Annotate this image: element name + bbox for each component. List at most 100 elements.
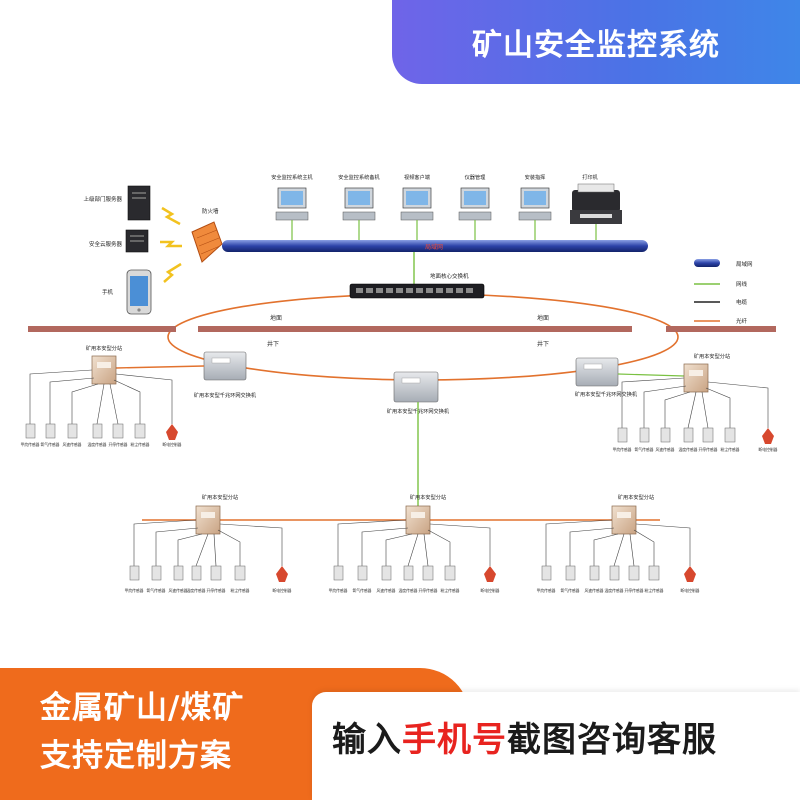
sensor-label: 断电控制器	[481, 588, 500, 593]
phone-icon	[126, 269, 152, 315]
sensor-label: 氧气传感器	[561, 588, 580, 593]
computer-icon-1	[275, 187, 309, 221]
sensor-label: 开停传感器	[109, 442, 128, 447]
ring-switch-right-label: 矿用本安型千兆环网交换机	[575, 390, 638, 398]
substation-ul-sensor-labels: 甲烷传感器 氧气传感器 风速传感器 温度传感器 开停传感器 粉尘传感器 断电控制…	[21, 442, 182, 447]
sensor-label: 粉尘传感器	[231, 588, 250, 593]
substation-ur-sensors	[617, 427, 774, 444]
sensor-label: 甲烷传感器	[21, 442, 40, 447]
printer-label: 打印机	[582, 173, 598, 181]
ring-switch-center-icon	[393, 371, 439, 403]
substation-br-label: 矿用本安型分站	[618, 493, 654, 501]
computer-icon-4	[458, 187, 492, 221]
wireless-icon-1	[161, 206, 181, 226]
ring-switch-left-label: 矿用本安型千兆环网交换机	[194, 391, 257, 399]
sensor-label: 风速传感器	[656, 447, 675, 452]
core-switch-icon	[349, 283, 485, 299]
server-safety-cloud-label: 安全云服务器	[89, 240, 123, 248]
computer-label-3: 视频客户端	[404, 173, 430, 181]
substation-bl-cables	[133, 519, 283, 567]
consult-after: 截图咨询客服	[507, 720, 717, 760]
server-upper-dept	[127, 185, 151, 221]
computer-label-5: 安装指挥	[525, 173, 546, 181]
sensor-label: 温度传感器	[88, 442, 107, 447]
ground-above-label-right: 地面	[537, 314, 549, 322]
substation-bm-sensor-labels: 甲烷传感器 氧气传感器 风速传感器 温度传感器 开停传感器 粉尘传感器 断电控制…	[329, 588, 500, 593]
sensor-label: 温度传感器	[605, 588, 624, 593]
sensor-label: 开停传感器	[699, 447, 718, 452]
substation-ul-cables	[29, 369, 173, 425]
ground-above-label-left: 地面	[270, 314, 282, 322]
firewall-icon	[191, 221, 223, 263]
substation-bm-sensors	[333, 565, 496, 582]
printer-icon	[570, 183, 622, 224]
sensor-label: 风速传感器	[585, 588, 604, 593]
sensor-label: 氧气传感器	[635, 447, 654, 452]
legend-lan-label: 局域网	[736, 260, 753, 268]
substation-ur	[683, 363, 709, 393]
core-switch-label: 地面核心交换机	[430, 272, 469, 280]
legend-cable-label: 电缆	[736, 298, 748, 306]
ring-switch-left-icon	[203, 351, 247, 381]
firewall-label: 防火墙	[202, 207, 219, 215]
server-upper-dept-label: 上级部门服务器	[83, 195, 122, 203]
network-ur-link	[617, 373, 685, 377]
ground-strip-center	[198, 326, 632, 332]
computer-label-1: 安全监控系统主机	[271, 173, 313, 181]
sensor-label: 粉尘传感器	[441, 588, 460, 593]
substation-ur-sensor-labels: 甲烷传感器 氧气传感器 风速传感器 温度传感器 开停传感器 粉尘传感器 断电控制…	[613, 447, 778, 452]
sensor-label: 断电控制器	[681, 588, 700, 593]
phone-label: 手机	[102, 288, 114, 296]
substation-br-cables	[545, 519, 691, 567]
computer-icon-5	[518, 187, 552, 221]
substation-br	[611, 505, 637, 535]
ground-below-label-right: 井下	[537, 340, 549, 348]
substation-br-sensor-labels: 甲烷传感器 氧气传感器 风速传感器 温度传感器 开停传感器 粉尘传感器 断电控制…	[537, 588, 700, 593]
page-title: 矿山安全监控系统	[472, 28, 720, 63]
title-banner: 矿山安全监控系统	[392, 0, 800, 84]
computer-label-2: 安全监控系统备机	[338, 173, 380, 181]
computer-label-4: 仪器管理	[465, 173, 487, 181]
substation-ur-label: 矿用本安型分站	[694, 352, 730, 360]
fiber-ul-link	[115, 365, 205, 369]
sensor-label: 开停传感器	[207, 588, 226, 593]
computer-icon-2	[342, 187, 376, 221]
ground-strip-right	[666, 326, 776, 332]
legend-fiber-label: 光纤	[736, 317, 748, 325]
substation-br-sensors	[541, 565, 696, 582]
substation-bm	[405, 505, 431, 535]
server-safety-cloud	[125, 229, 149, 253]
sensor-label: 风速传感器	[63, 442, 82, 447]
consult-text: 输入手机号截图咨询客服	[332, 712, 717, 761]
sensor-label: 粉尘传感器	[721, 447, 740, 452]
ring-switch-right-icon	[575, 357, 619, 387]
sensor-label: 开停传感器	[625, 588, 644, 593]
sensor-label: 氧气传感器	[41, 442, 60, 447]
ground-strip-left	[28, 326, 176, 332]
substation-ur-cables	[621, 377, 769, 429]
substation-bl-label: 矿用本安型分站	[202, 493, 238, 501]
promo-line-1: 金属矿山/煤矿	[40, 690, 245, 726]
substation-bm-cables	[337, 519, 491, 567]
sensor-label: 风速传感器	[377, 588, 396, 593]
sensor-label: 粉尘传感器	[131, 442, 150, 447]
substation-ul-sensors	[25, 423, 178, 440]
sensor-label: 甲烷传感器	[537, 588, 556, 593]
substation-bl-sensor-labels: 甲烷传感器 氧气传感器 风速传感器 温度传感器 开停传感器 粉尘传感器 断电控制…	[125, 588, 292, 593]
substation-ul	[91, 355, 117, 385]
lan-bus	[222, 240, 648, 252]
sensor-label: 甲烷传感器	[329, 588, 348, 593]
substation-ul-label: 矿用本安型分站	[86, 344, 122, 352]
consult-before: 输入	[332, 720, 402, 760]
consult-highlight: 手机号	[402, 720, 507, 760]
substation-bm-label: 矿用本安型分站	[410, 493, 446, 501]
wireless-icon-3	[163, 262, 182, 283]
sensor-label: 温度传感器	[399, 588, 418, 593]
ground-below-label-left: 井下	[267, 340, 279, 348]
legend-network-label: 网线	[736, 280, 748, 288]
promo-line-2: 支持定制方案	[40, 738, 232, 774]
sensor-label: 氧气传感器	[147, 588, 166, 593]
computer-links	[291, 220, 597, 240]
sensor-label: 风速传感器	[169, 588, 188, 593]
